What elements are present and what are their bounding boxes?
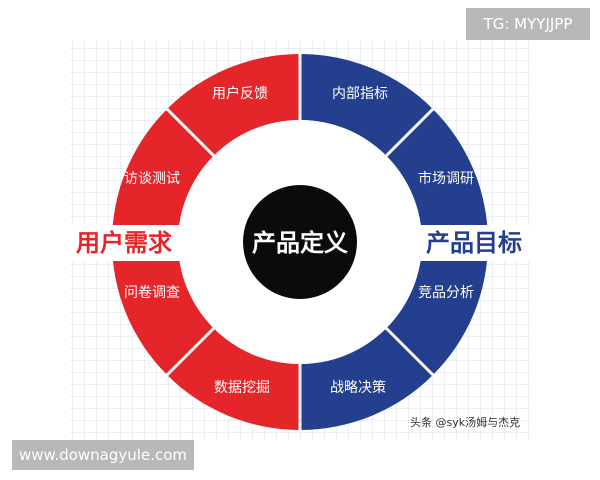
ring-separators [165,54,435,430]
right-item-market-research: 市场调研 [418,170,474,187]
left-item-user-feedback: 用户反馈 [212,85,268,102]
center-label: 产品定义 [252,229,348,257]
right-item-competitor-analysis: 竞品分析 [418,284,474,301]
watermark-text: 头条 @syk汤姆与杰克 [410,415,520,429]
right-item-internal-metrics: 内部指标 [332,86,388,102]
left-item-interview-test: 访谈测试 [124,171,180,187]
right-item-strategy-decision: 战略决策 [330,379,386,396]
center-disc [243,185,357,299]
left-item-data-mining: 数据挖掘 [214,380,270,396]
left-ring-half [112,54,300,430]
left-label: 用户需求 [76,229,172,257]
bottom-badge: www.downagyule.com [12,440,194,470]
left-item-questionnaire: 问卷调查 [124,285,180,301]
top-badge: TG: MYYJJPP [466,8,590,40]
left-label-box [68,225,180,261]
right-label-box [418,225,530,261]
right-label: 产品目标 [426,229,522,257]
right-ring-half [300,54,488,430]
